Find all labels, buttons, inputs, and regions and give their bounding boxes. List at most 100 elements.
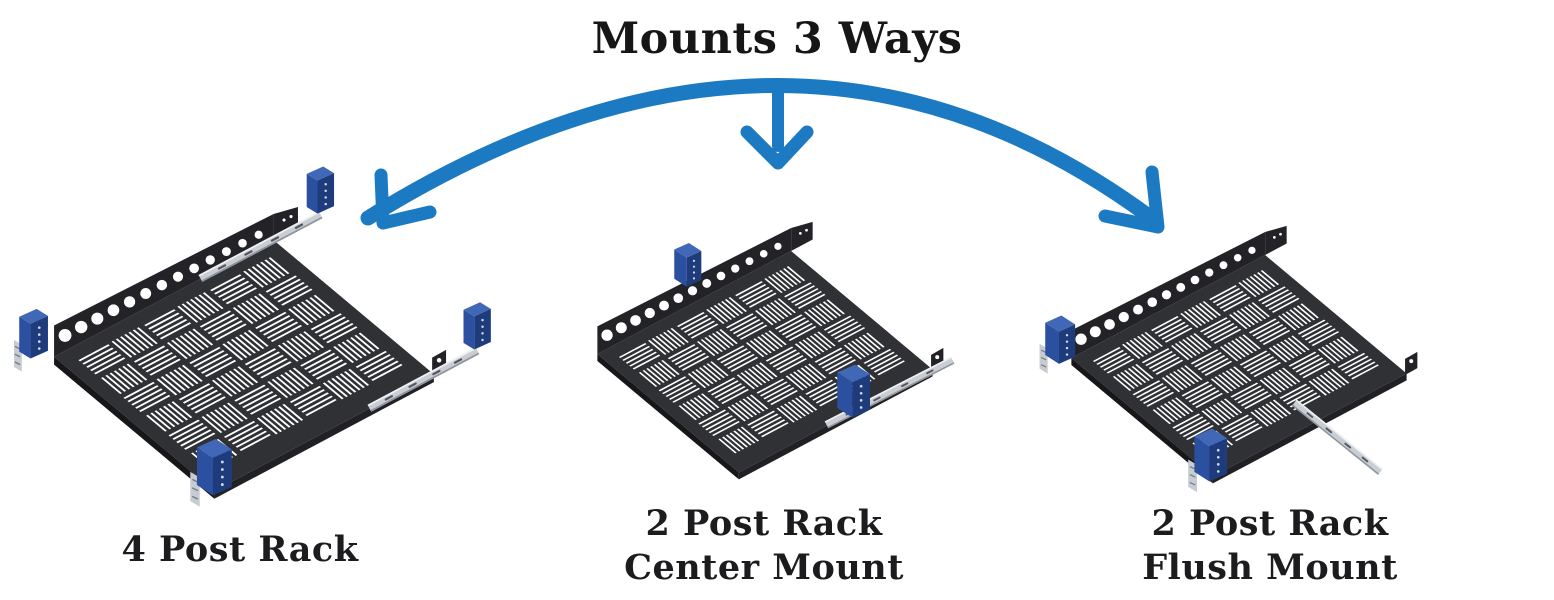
blue-mounting-bracket-front (196, 447, 213, 496)
flange-tab-hole (1279, 232, 1282, 236)
blue-mounting-bracket-top (1045, 315, 1076, 332)
rail-highlight (198, 211, 320, 277)
blue-mounting-bracket-top (674, 242, 702, 258)
shelf-image-flush-mount (1036, 172, 1548, 518)
rail-shadow (827, 362, 955, 429)
rack-shelf-graphic (14, 166, 491, 507)
rail-slot-hole (1306, 412, 1314, 419)
flange-round-hole (1133, 304, 1143, 315)
ear-tab-hole (935, 355, 940, 360)
flange-round-hole (1089, 326, 1101, 338)
flange-round-hole (140, 288, 152, 299)
blue-mounting-bracket-front (837, 372, 853, 418)
flange-end-tab (791, 221, 813, 252)
shelf-label-line: Center Mount (624, 547, 904, 589)
rail-slot-hole (1361, 456, 1369, 463)
flange-round-hole (205, 255, 215, 265)
flange-round-hole (189, 263, 199, 274)
blue-mounting-bracket-front (1194, 436, 1210, 482)
bracket-hole (1216, 470, 1220, 473)
flange-round-hole (1118, 311, 1129, 323)
rack-shelf-graphic (1039, 225, 1418, 493)
flange-round-hole (630, 315, 641, 326)
page-title: Mounts 3 Ways (591, 14, 963, 64)
bracket-hole (859, 391, 863, 395)
rail-slot-hole (1325, 427, 1333, 434)
flange-tab-hole (289, 214, 293, 219)
plate-hole (14, 353, 21, 358)
blue-mounting-bracket-side (212, 449, 232, 496)
bracket-hole (324, 202, 327, 206)
flange-round-hole (1176, 282, 1186, 292)
flange-round-hole (58, 329, 72, 342)
right-arrowhead-icon (1098, 165, 1165, 234)
rail-slot-hole (270, 236, 280, 242)
shelf-label-center-mount: 2 Post Rack Center Mount (558, 502, 970, 591)
shelf-top-surface (1071, 255, 1407, 477)
bracket-hole (1065, 340, 1069, 343)
shelf-top-surface (54, 240, 434, 491)
flange-tab-hole (798, 231, 802, 235)
flange-round-hole (745, 257, 754, 266)
shelf-label-flush-mount: 2 Post Rack Flush Mount (1058, 502, 1482, 591)
bracket-hole (692, 277, 696, 280)
flange-round-hole (156, 279, 168, 291)
bracket-hole (481, 325, 484, 328)
blue-mounting-bracket-top (463, 302, 491, 317)
blue-mounting-bracket-front (1045, 322, 1059, 364)
shelf-label-line: Flush Mount (1142, 547, 1398, 589)
flange-round-hole (91, 312, 104, 325)
shelf-front-right-edge (1212, 373, 1407, 484)
plate-hole (1189, 481, 1196, 486)
flange-round-hole (221, 247, 231, 257)
rail-slot-hole (217, 264, 227, 270)
vent-slot-pattern (1092, 270, 1379, 458)
flange-round-hole (1233, 253, 1242, 262)
flange-round-hole (759, 249, 768, 258)
flange-round-hole (659, 300, 669, 311)
ear-tab-hole (436, 358, 442, 363)
rail-slot-hole (900, 382, 909, 388)
bracket-hole (220, 483, 224, 486)
shelf-label-4-post-rack: 4 Post Rack (40, 528, 440, 572)
bracket-hole (324, 182, 327, 186)
flange-round-hole (615, 322, 627, 334)
blue-mounting-bracket-top (19, 308, 48, 324)
bracket-hole (481, 318, 484, 322)
blue-mounting-bracket-side (317, 173, 335, 214)
plate-hole (14, 361, 21, 366)
rack-shelf-graphic (597, 221, 955, 480)
rail-slot-hole (453, 358, 463, 364)
plate-hole (1040, 364, 1047, 368)
vent-slot-pattern (618, 266, 905, 454)
blue-mounting-bracket-side (852, 374, 871, 418)
shelf-front-left-edge (597, 354, 739, 480)
bracket-hole (1216, 463, 1220, 466)
blue-mounting-bracket-front (306, 173, 318, 214)
bracket-hole (692, 259, 696, 262)
bracket-hole (1216, 455, 1220, 459)
bracket-hole (859, 406, 863, 409)
bracket-hole (37, 340, 41, 343)
bracket-hole (324, 189, 327, 193)
rail-shadow (1291, 404, 1380, 475)
flange-round-hole (1190, 275, 1200, 285)
rail-highlight (367, 347, 477, 407)
rail-shadow (370, 352, 480, 412)
slide-rail (367, 347, 480, 412)
three-way-arrow-icon (360, 78, 1165, 234)
vent-slot-pattern (78, 257, 403, 470)
flange-round-hole (644, 307, 655, 319)
flange-round-hole (254, 230, 263, 239)
bracket-hole (481, 338, 484, 342)
flange-round-hole (601, 329, 613, 341)
blue-mounting-bracket-top (196, 438, 232, 458)
rail-slot-hole (294, 223, 304, 229)
rail-slot-hole (408, 382, 417, 388)
left-arrowhead-icon (374, 168, 437, 230)
bracket-hole (1065, 334, 1069, 337)
shelf-label-line: 4 Post Rack (121, 529, 359, 570)
plate-hole (1189, 473, 1196, 478)
rail-shadow (201, 216, 323, 282)
down-arrowhead-icon (740, 125, 814, 170)
